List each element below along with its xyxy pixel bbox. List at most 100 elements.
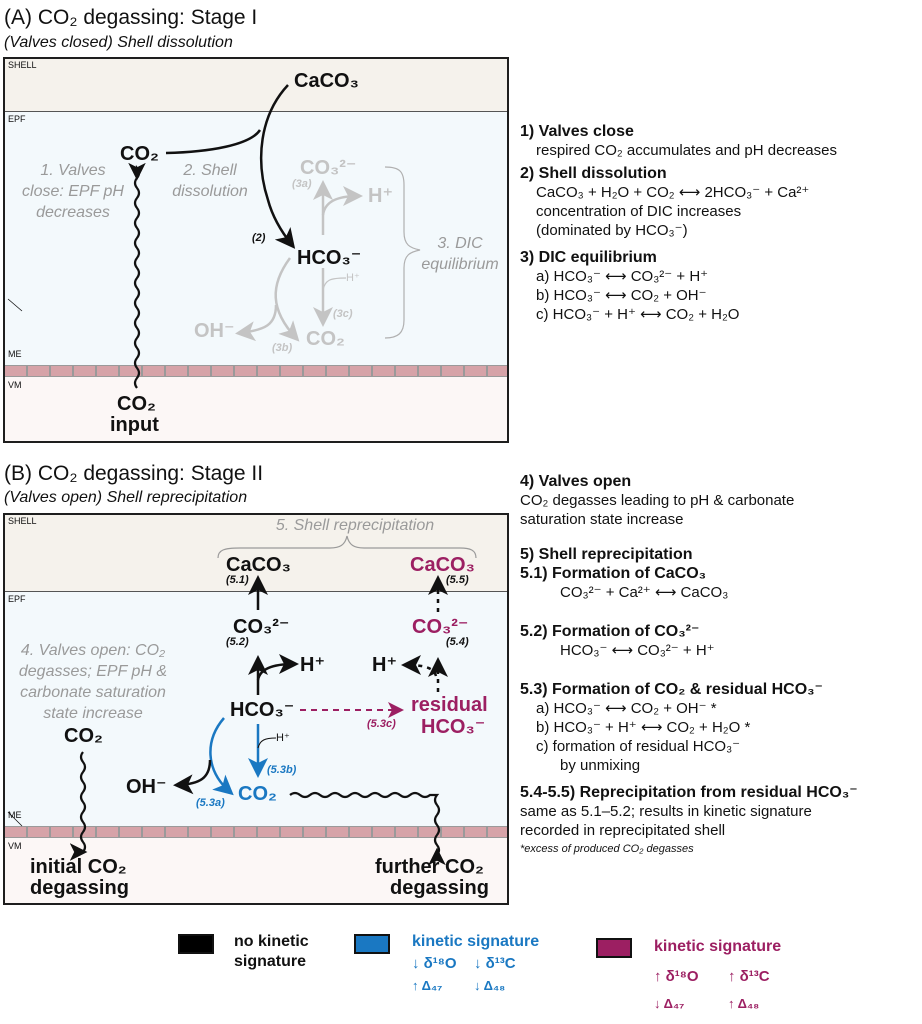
- further-degassing-label-1: further CO₂: [375, 856, 484, 878]
- species-co3-left: CO₃²⁻: [233, 616, 290, 638]
- s5-heading: 5) Shell reprecipitation: [520, 546, 693, 563]
- s52-heading: 5.2) Formation of CO₃²⁻: [520, 623, 700, 640]
- s4-heading: 4) Valves open: [520, 473, 632, 490]
- species-co2-bottom: CO₂: [306, 328, 345, 350]
- legend-purple-title: kinetic signature: [654, 938, 782, 955]
- s545-body-1: same as 5.1–5.2; results in kinetic sign…: [520, 803, 812, 820]
- species-h-plus-right: H⁺: [372, 654, 397, 676]
- zone-label-shell: SHELL: [8, 516, 37, 526]
- note-dic-equilibrium: 3. DIC equilibrium: [421, 235, 499, 273]
- species-oh: OH⁻: [126, 776, 167, 798]
- legend-blue-title: kinetic signature: [412, 933, 540, 950]
- legend-swatch-purple: [596, 938, 632, 958]
- s3-a: a) HCO₃⁻ ⟷ CO₃²⁻ + H⁺: [536, 268, 709, 285]
- s545-heading: 5.4-5.5) Reprecipitation from residual H…: [520, 784, 858, 801]
- tag-5-2: (5.2): [226, 636, 249, 648]
- epf-zone: [5, 592, 507, 826]
- species-h-plus-small: H⁺: [276, 732, 290, 744]
- species-caco3-left: CaCO₃: [226, 554, 291, 576]
- note-shell-reprecipitation: 5. Shell reprecipitation: [275, 517, 435, 534]
- species-co2-blue: CO₂: [238, 783, 277, 805]
- s2-equation: CaCO₃ + H₂O + CO₂ ⟷ 2HCO₃⁻ + Ca²⁺: [536, 184, 810, 201]
- tag-3a: (3a): [292, 178, 312, 190]
- s53-c-2: by unmixing: [560, 757, 641, 774]
- further-degassing-label-2: degassing: [390, 877, 489, 899]
- note-valves-open: 4. Valves open: CO₂ degasses; EPF pH & c…: [18, 642, 168, 722]
- tag-5-1: (5.1): [226, 574, 249, 586]
- tag-3c: (3c): [333, 308, 353, 320]
- s52-equation: HCO₃⁻ ⟷ CO₃²⁻ + H⁺: [560, 642, 715, 659]
- legend-blue-d18o: ↓ δ¹⁸O: [412, 955, 457, 972]
- species-h-plus-left: H⁺: [300, 654, 325, 676]
- note-shell-dissolution: 2. Shell dissolution: [172, 162, 248, 200]
- species-co3: CO₃²⁻: [300, 157, 357, 179]
- shell-zone: [5, 59, 507, 112]
- panel-b-subtitle: (Valves open) Shell reprecipitation: [4, 489, 248, 506]
- s2-body-1: concentration of DIC increases: [536, 203, 742, 220]
- s3-b: b) HCO₃⁻ ⟷ CO₂ + OH⁻: [536, 287, 707, 304]
- legend-swatch-black: [178, 934, 214, 954]
- s53-heading: 5.3) Formation of CO₂ & residual HCO₃⁻: [520, 681, 823, 698]
- initial-degassing-label-1: initial CO₂: [30, 856, 127, 878]
- tag-5-4: (5.4): [446, 636, 469, 648]
- side-notes-a: 1) Valves close respired CO₂ accumulates…: [520, 122, 837, 324]
- zone-label-vm: VM: [8, 380, 22, 390]
- species-caco3-right: CaCO₃: [410, 554, 475, 576]
- s545-body-2: recorded in reprecipitated shell: [520, 822, 726, 839]
- tag-5-3c: (5.3c): [367, 718, 396, 730]
- legend-purple-d47: ↓ Δ₄₇: [654, 996, 685, 1011]
- tag-5-3b: (5.3b): [267, 764, 297, 776]
- legend-no-kinetic-line2: signature: [234, 953, 307, 970]
- species-residual-2: HCO₃⁻: [421, 716, 486, 738]
- vm-zone: [5, 377, 507, 441]
- legend-purple-d48: ↑ Δ₄₈: [728, 996, 760, 1011]
- note-valves-close: 1. Valves close: EPF pH decreases: [22, 162, 124, 221]
- species-hco3: HCO₃⁻: [230, 699, 295, 721]
- panel-b-title: (B) CO₂ degassing: Stage II: [4, 462, 264, 485]
- membrane-me: [5, 826, 507, 838]
- s51-equation: CO₃²⁻ + Ca²⁺ ⟷ CaCO₃: [560, 584, 729, 601]
- s1-heading: 1) Valves close: [520, 123, 634, 140]
- legend-no-kinetic: no kinetic signature: [234, 932, 309, 972]
- species-co2-left: CO₂: [64, 725, 103, 747]
- s2-body-2: (dominated by HCO₃⁻): [536, 222, 688, 239]
- zone-label-me: ME: [8, 810, 22, 820]
- s3-heading: 3) DIC equilibrium: [520, 249, 657, 266]
- s53-b: b) HCO₃⁻ + H⁺ ⟷ CO₂ + H₂O *: [536, 719, 751, 736]
- panel-a-title: (A) CO₂ degassing: Stage I: [4, 6, 258, 29]
- legend-swatch-blue: [354, 934, 390, 954]
- zone-label-vm: VM: [8, 841, 22, 851]
- legend-no-kinetic-line1: no kinetic: [234, 933, 309, 950]
- tag-2: (2): [252, 232, 266, 244]
- s4-body-1: CO₂ degasses leading to pH & carbonate: [520, 492, 795, 509]
- footnote: *excess of produced CO₂ degasses: [520, 843, 694, 855]
- species-oh: OH⁻: [194, 320, 235, 342]
- s1-body: respired CO₂ accumulates and pH decrease…: [536, 142, 837, 159]
- zone-label-shell: SHELL: [8, 60, 37, 70]
- species-co3-right: CO₃²⁻: [412, 616, 469, 638]
- co2-input-label: CO₂: [117, 393, 156, 415]
- membrane-me: [5, 365, 507, 377]
- zone-label-me: ME: [8, 349, 22, 359]
- legend-blue-d47: ↑ Δ₄₇: [412, 978, 443, 993]
- tag-5-5: (5.5): [446, 574, 469, 586]
- s2-heading: 2) Shell dissolution: [520, 165, 667, 182]
- species-h-plus: H⁺: [368, 185, 393, 207]
- zone-label-epf: EPF: [8, 594, 26, 604]
- s53-a: a) HCO₃⁻ ⟷ CO₂ + OH⁻ *: [536, 700, 717, 717]
- legend-blue-d13c: ↓ δ¹³C: [474, 955, 516, 972]
- side-notes-b: 4) Valves open CO₂ degasses leading to p…: [520, 472, 858, 859]
- s53-c-1: c) formation of residual HCO₃⁻: [536, 738, 741, 755]
- species-co2: CO₂: [120, 143, 159, 165]
- initial-degassing-label-2: degassing: [30, 877, 129, 899]
- legend-blue-d48: ↓ Δ₄₈: [474, 978, 506, 993]
- legend-purple-d13c: ↑ δ¹³C: [728, 968, 770, 985]
- species-residual-1: residual: [411, 694, 488, 716]
- s51-heading: 5.1) Formation of CaCO₃: [520, 565, 707, 582]
- tag-3b: (3b): [272, 342, 293, 354]
- s3-c: c) HCO₃⁻ + H⁺ ⟷ CO₂ + H₂O: [536, 306, 740, 323]
- tag-5-3a: (5.3a): [196, 797, 225, 809]
- co2-input-label-2: input: [110, 414, 159, 436]
- species-hco3: HCO₃⁻: [297, 247, 362, 269]
- species-caco3: CaCO₃: [294, 70, 359, 92]
